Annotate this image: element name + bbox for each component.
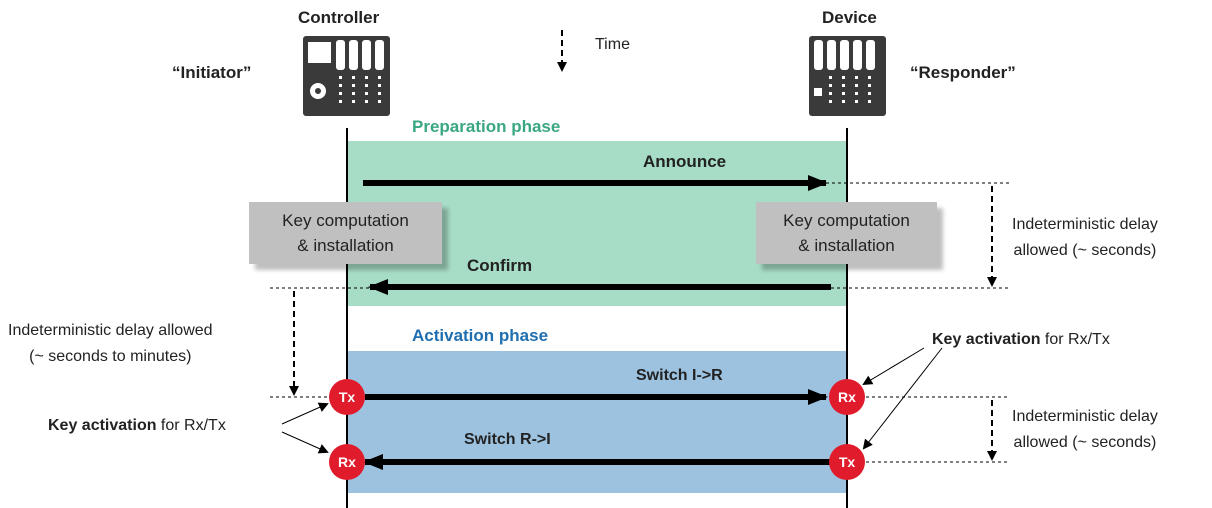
confirm-label: Confirm [467,256,533,275]
delay-note-right-top-line2: allowed (~ seconds) [1013,242,1157,259]
key-activation-pointers [281,347,943,454]
delay-note-left-line1: Indeterministic delay allowed [8,322,213,339]
delay-note-left-line2: (~ seconds to minutes) [29,348,192,365]
delay-note-right-bottom: Indeterministic delay allowed (~ seconds… [1012,404,1158,456]
key-computation-left-line2: & installation [297,236,394,255]
tx-badge-device-label: Tx [839,454,856,470]
tx-badge-device: Tx [829,444,865,480]
rx-badge-controller-label: Rx [338,454,356,470]
key-computation-right-line1: Key computation [783,211,910,230]
device-label: Device [822,8,877,27]
key-activation-right-bold: Key activation [932,331,1041,348]
delay-note-left: Indeterministic delay allowed (~ seconds… [8,318,213,370]
key-computation-box-left: Key computation & installation [249,202,442,264]
rx-badge-device: Rx [829,379,865,415]
time-label: Time [595,36,630,53]
key-activation-left-bold: Key activation [48,417,157,434]
controller-icon [303,36,390,116]
key-activation-right-rest: for Rx/Tx [1040,331,1110,348]
tx-badge-controller: Tx [329,379,365,415]
activation-phase-area [347,351,847,493]
delay-note-right-top-line1: Indeterministic delay [1012,216,1158,233]
delay-note-right-bottom-line1: Indeterministic delay [1012,408,1158,425]
preparation-phase-label: Preparation phase [412,117,561,136]
key-activation-note-right: Key activation for Rx/Tx [932,331,1110,349]
switch-ri-label: Switch R->I [464,431,551,448]
device-icon [809,36,886,116]
responder-label: “Responder” [910,63,1016,82]
reference-lines [270,182,1010,463]
announce-label: Announce [643,152,727,171]
initiator-label: “Initiator” [172,63,252,82]
switch-ir-label: Switch I->R [636,367,723,384]
key-computation-right-line2: & installation [798,236,895,255]
rx-badge-controller: Rx [329,444,365,480]
key-activation-left-rest: for Rx/Tx [156,417,226,434]
key-computation-box-right: Key computation & installation [756,202,937,264]
key-computation-left-line1: Key computation [282,211,409,230]
activation-phase-label: Activation phase [412,326,549,345]
delay-note-right-bottom-line2: allowed (~ seconds) [1013,434,1157,451]
tx-badge-controller-label: Tx [339,389,356,405]
delay-note-right-top: Indeterministic delay allowed (~ seconds… [1012,212,1158,264]
rx-badge-device-label: Rx [838,389,856,405]
controller-label: Controller [298,8,380,27]
key-activation-note-left: Key activation for Rx/Tx [48,417,226,435]
